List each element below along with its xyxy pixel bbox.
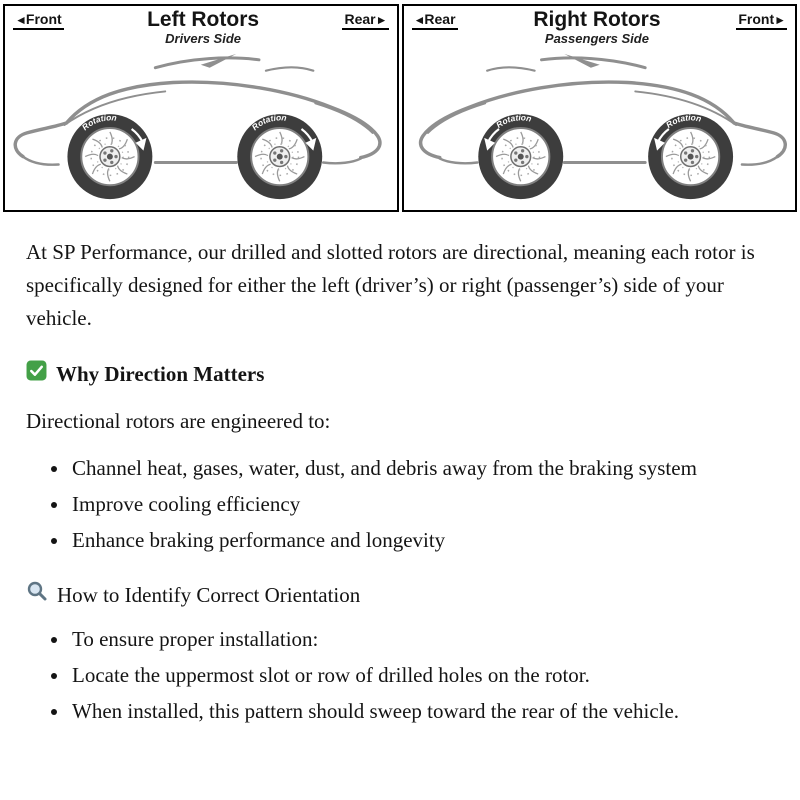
section-heading-identify-orientation: How to Identify Correct Orientation [26,579,772,612]
list-item: When installed, this pattern should swee… [70,695,772,728]
right-rotors-panel: ◄Rear Right Rotors Passengers Side Front… [401,4,797,212]
list-item: Enhance braking performance and longevit… [70,524,772,557]
right-panel-header: ◄Rear Right Rotors Passengers Side Front… [404,6,796,46]
rotor-direction-diagram: ◄Front Left Rotors Drivers Side Rear► [0,0,800,212]
section-lead: Directional rotors are engineered to: [26,408,331,433]
intro-paragraph: At SP Performance, our drilled and slott… [26,240,755,331]
article-body: At SP Performance, our drilled and slott… [0,212,800,728]
panel-subtitle: Drivers Side [165,31,241,47]
arrow-left-icon: ◄ [413,13,426,27]
car-diagram-left: Rotation Rotation [13,53,382,200]
front-direction-label: Front► [736,11,787,30]
list-item: Channel heat, gases, water, dust, and de… [70,452,772,485]
orientation-steps-list: To ensure proper installation: Locate th… [26,623,772,729]
list-item: To ensure proper installation: [70,623,772,656]
car-diagram-right: Rotation Rotation [418,53,787,200]
right-panel-title-block: Right Rotors Passengers Side [533,8,661,47]
rear-direction-label: ◄Rear [411,11,458,30]
rear-direction-label: Rear► [342,11,389,30]
section-heading-direction-matters: Why Direction Matters [26,358,772,391]
left-panel-title-block: Left Rotors Drivers Side [147,8,260,47]
front-direction-label: ◄Front [13,11,64,30]
arrow-right-icon: ► [774,13,786,27]
left-rotors-panel: ◄Front Left Rotors Drivers Side Rear► [3,4,399,212]
direction-benefits-list: Channel heat, gases, water, dust, and de… [26,452,772,558]
list-item: Locate the uppermost slot or row of dril… [70,659,772,692]
magnifier-icon [26,579,48,612]
section-heading-text: Why Direction Matters [56,361,265,386]
panel-title: Right Rotors [533,8,661,31]
arrow-right-icon: ► [375,13,388,27]
green-check-icon [26,358,47,391]
list-item: Improve cooling efficiency [70,488,772,521]
left-panel-header: ◄Front Left Rotors Drivers Side Rear► [5,6,397,46]
section-heading-text: How to Identify Correct Orientation [57,583,361,608]
arrow-left-icon: ◄ [15,13,27,27]
panel-subtitle: Passengers Side [544,31,649,47]
panel-title: Left Rotors [147,8,260,31]
